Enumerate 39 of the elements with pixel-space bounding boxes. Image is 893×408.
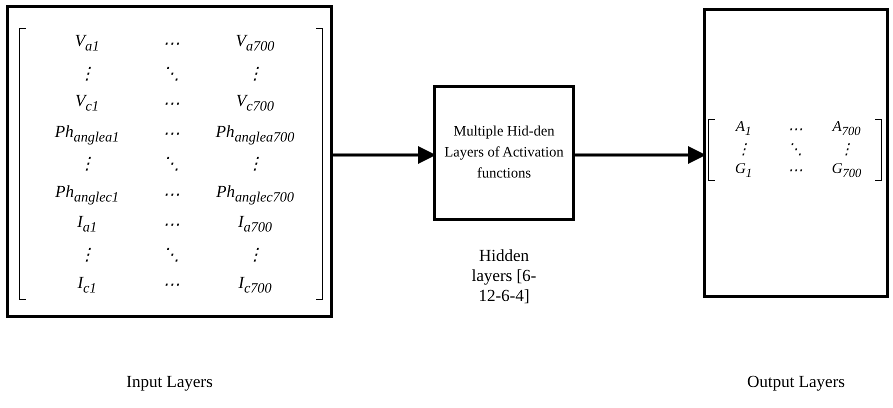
matrix-entry: I$_{a1}$ bbox=[77, 212, 97, 237]
matrix-entry: ⋱ bbox=[162, 62, 180, 84]
matrix-entry: ⋮ bbox=[839, 141, 854, 160]
matrix-entry: I$_{c1}$ bbox=[77, 272, 97, 298]
matrix-entry: ⋱ bbox=[162, 153, 180, 174]
matrix-entry: ⋯ bbox=[162, 214, 180, 235]
layer-caption: Output Layers bbox=[746, 372, 846, 392]
matrix-entry: ⋮ bbox=[78, 244, 96, 266]
caption-text: Hidden layers [6-12-6-4] bbox=[470, 246, 538, 306]
matrix-entry: ⋯ bbox=[162, 274, 180, 296]
matrix-entry: A$_{1}$ bbox=[736, 119, 752, 140]
matrix-entry: V$_{c700}$ bbox=[236, 91, 274, 116]
matrix-entry: V$_{a1}$ bbox=[74, 30, 100, 56]
matrix-entry: ⋯ bbox=[162, 184, 180, 205]
matrix-entry: ⋮ bbox=[246, 244, 264, 266]
matrix-entry: V$_{c1}$ bbox=[75, 91, 99, 116]
process-box bbox=[433, 85, 575, 221]
matrix-entry: ⋯ bbox=[162, 93, 180, 114]
matrix-entry: ⋱ bbox=[788, 141, 802, 160]
matrix-entry: G$_{1}$ bbox=[734, 160, 752, 181]
matrix-entry: ⋯ bbox=[788, 120, 802, 139]
box-text: Multiple Hid-den Layers of Activation functions bbox=[444, 122, 564, 184]
matrix-entry: A$_{700}$ bbox=[832, 119, 860, 140]
matrix-entry: ⋯ bbox=[788, 162, 802, 180]
matrix-entry: ⋯ bbox=[162, 123, 180, 144]
layer-box bbox=[703, 8, 889, 298]
matrix-entry: ⋮ bbox=[78, 153, 96, 174]
matrix-entry: ⋮ bbox=[736, 141, 751, 160]
matrix-entry: I$_{a700}$ bbox=[238, 212, 272, 237]
matrix-entry: ⋯ bbox=[162, 32, 180, 54]
matrix-entry: V$_{a700}$ bbox=[236, 30, 274, 56]
matrix-entry: G$_{700}$ bbox=[832, 160, 862, 181]
matrix-entry: ⋱ bbox=[162, 244, 180, 266]
matrix-entry: ⋮ bbox=[78, 62, 96, 84]
matrix-entry: I$_{c700}$ bbox=[238, 272, 272, 298]
matrix-entry: ⋮ bbox=[246, 153, 264, 174]
layer-caption: Input Layers bbox=[125, 372, 214, 392]
matrix-entry: ⋮ bbox=[246, 62, 264, 84]
layer-box bbox=[6, 5, 333, 318]
